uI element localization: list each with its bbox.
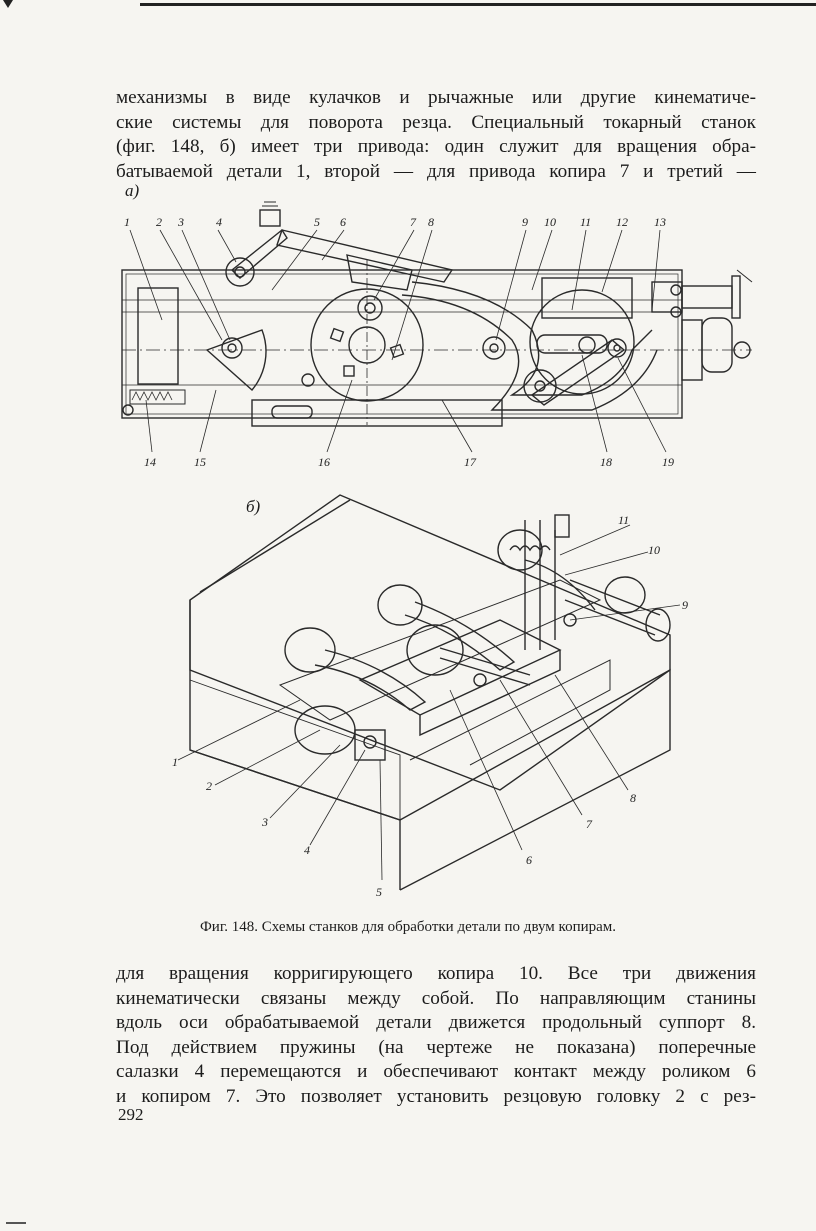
callout-number: 1 [172,755,178,769]
figure-b-machine-diagram: 11 10 9 1 2 3 4 5 6 7 8 [172,494,688,899]
paragraph-top: механизмы в виде кулачков и рычажные или… [116,86,756,184]
text-line: для вращения корригирующего копира 10. В… [116,963,756,984]
edge-mark [6,1222,26,1224]
callout-number: 8 [428,215,434,229]
figure-a-lathe-diagram: 1 2 3 4 5 6 7 8 9 10 11 12 13 14 15 16 1… [121,201,753,469]
callout-number: 15 [194,455,206,469]
callout-number: 9 [682,598,688,612]
figure-a-label: а) [125,181,140,200]
callout-number: 7 [410,215,417,229]
callout-number: 2 [206,779,212,793]
text-line: механизмы в виде кулачков и рычажные или… [116,87,756,108]
callout-number: 5 [314,215,320,229]
callout-number: 3 [261,815,268,829]
callout-number: 19 [662,455,674,469]
callout-number: 14 [144,455,156,469]
figure-b-label: б) [246,497,261,516]
callout-number: 17 [464,455,477,469]
top-rule [140,3,816,6]
callout-number: 4 [216,215,222,229]
page-number: 292 [118,1105,144,1124]
callout-number: 11 [618,513,629,527]
callout-number: 5 [376,885,382,899]
callout-number: 18 [600,455,612,469]
text-line: и копиром 7. Это позволяет установить ре… [116,1085,756,1107]
callout-number: 10 [648,543,660,557]
callout-number: 6 [526,853,532,867]
text-line: вдоль оси обрабатываемой детали движется… [116,1012,756,1033]
callout-number: 3 [177,215,184,229]
text-line: салазки 4 перемещаются и обеспечивают ко… [116,1061,756,1082]
text-line: кинематически связаны между собой. По на… [116,987,756,1009]
paragraph-bottom: для вращения корригирующего копира 10. В… [116,962,756,1109]
text-line: Под действием пружины (на чертеже не пок… [116,1036,756,1058]
callout-number: 2 [156,215,162,229]
text-line: (фиг. 148, б) имеет три привода: один сл… [116,136,756,157]
callout-number: 1 [124,215,130,229]
callout-number: 12 [616,215,628,229]
callout-number: 6 [340,215,346,229]
callout-number: 4 [304,843,310,857]
callout-number: 9 [522,215,528,229]
callout-number: 16 [318,455,330,469]
text-line: батываемой детали 1, второй — для привод… [116,160,756,182]
callout-number: 8 [630,791,636,805]
callout-number: 11 [580,215,591,229]
figure-caption: Фиг. 148. Схемы станков для обработки де… [199,919,617,935]
callout-number: 10 [544,215,556,229]
callout-number: 7 [586,817,593,831]
callout-number: 13 [654,215,666,229]
corner-mark [3,0,13,8]
text-line: ские системы для поворота резца. Специал… [116,111,756,133]
